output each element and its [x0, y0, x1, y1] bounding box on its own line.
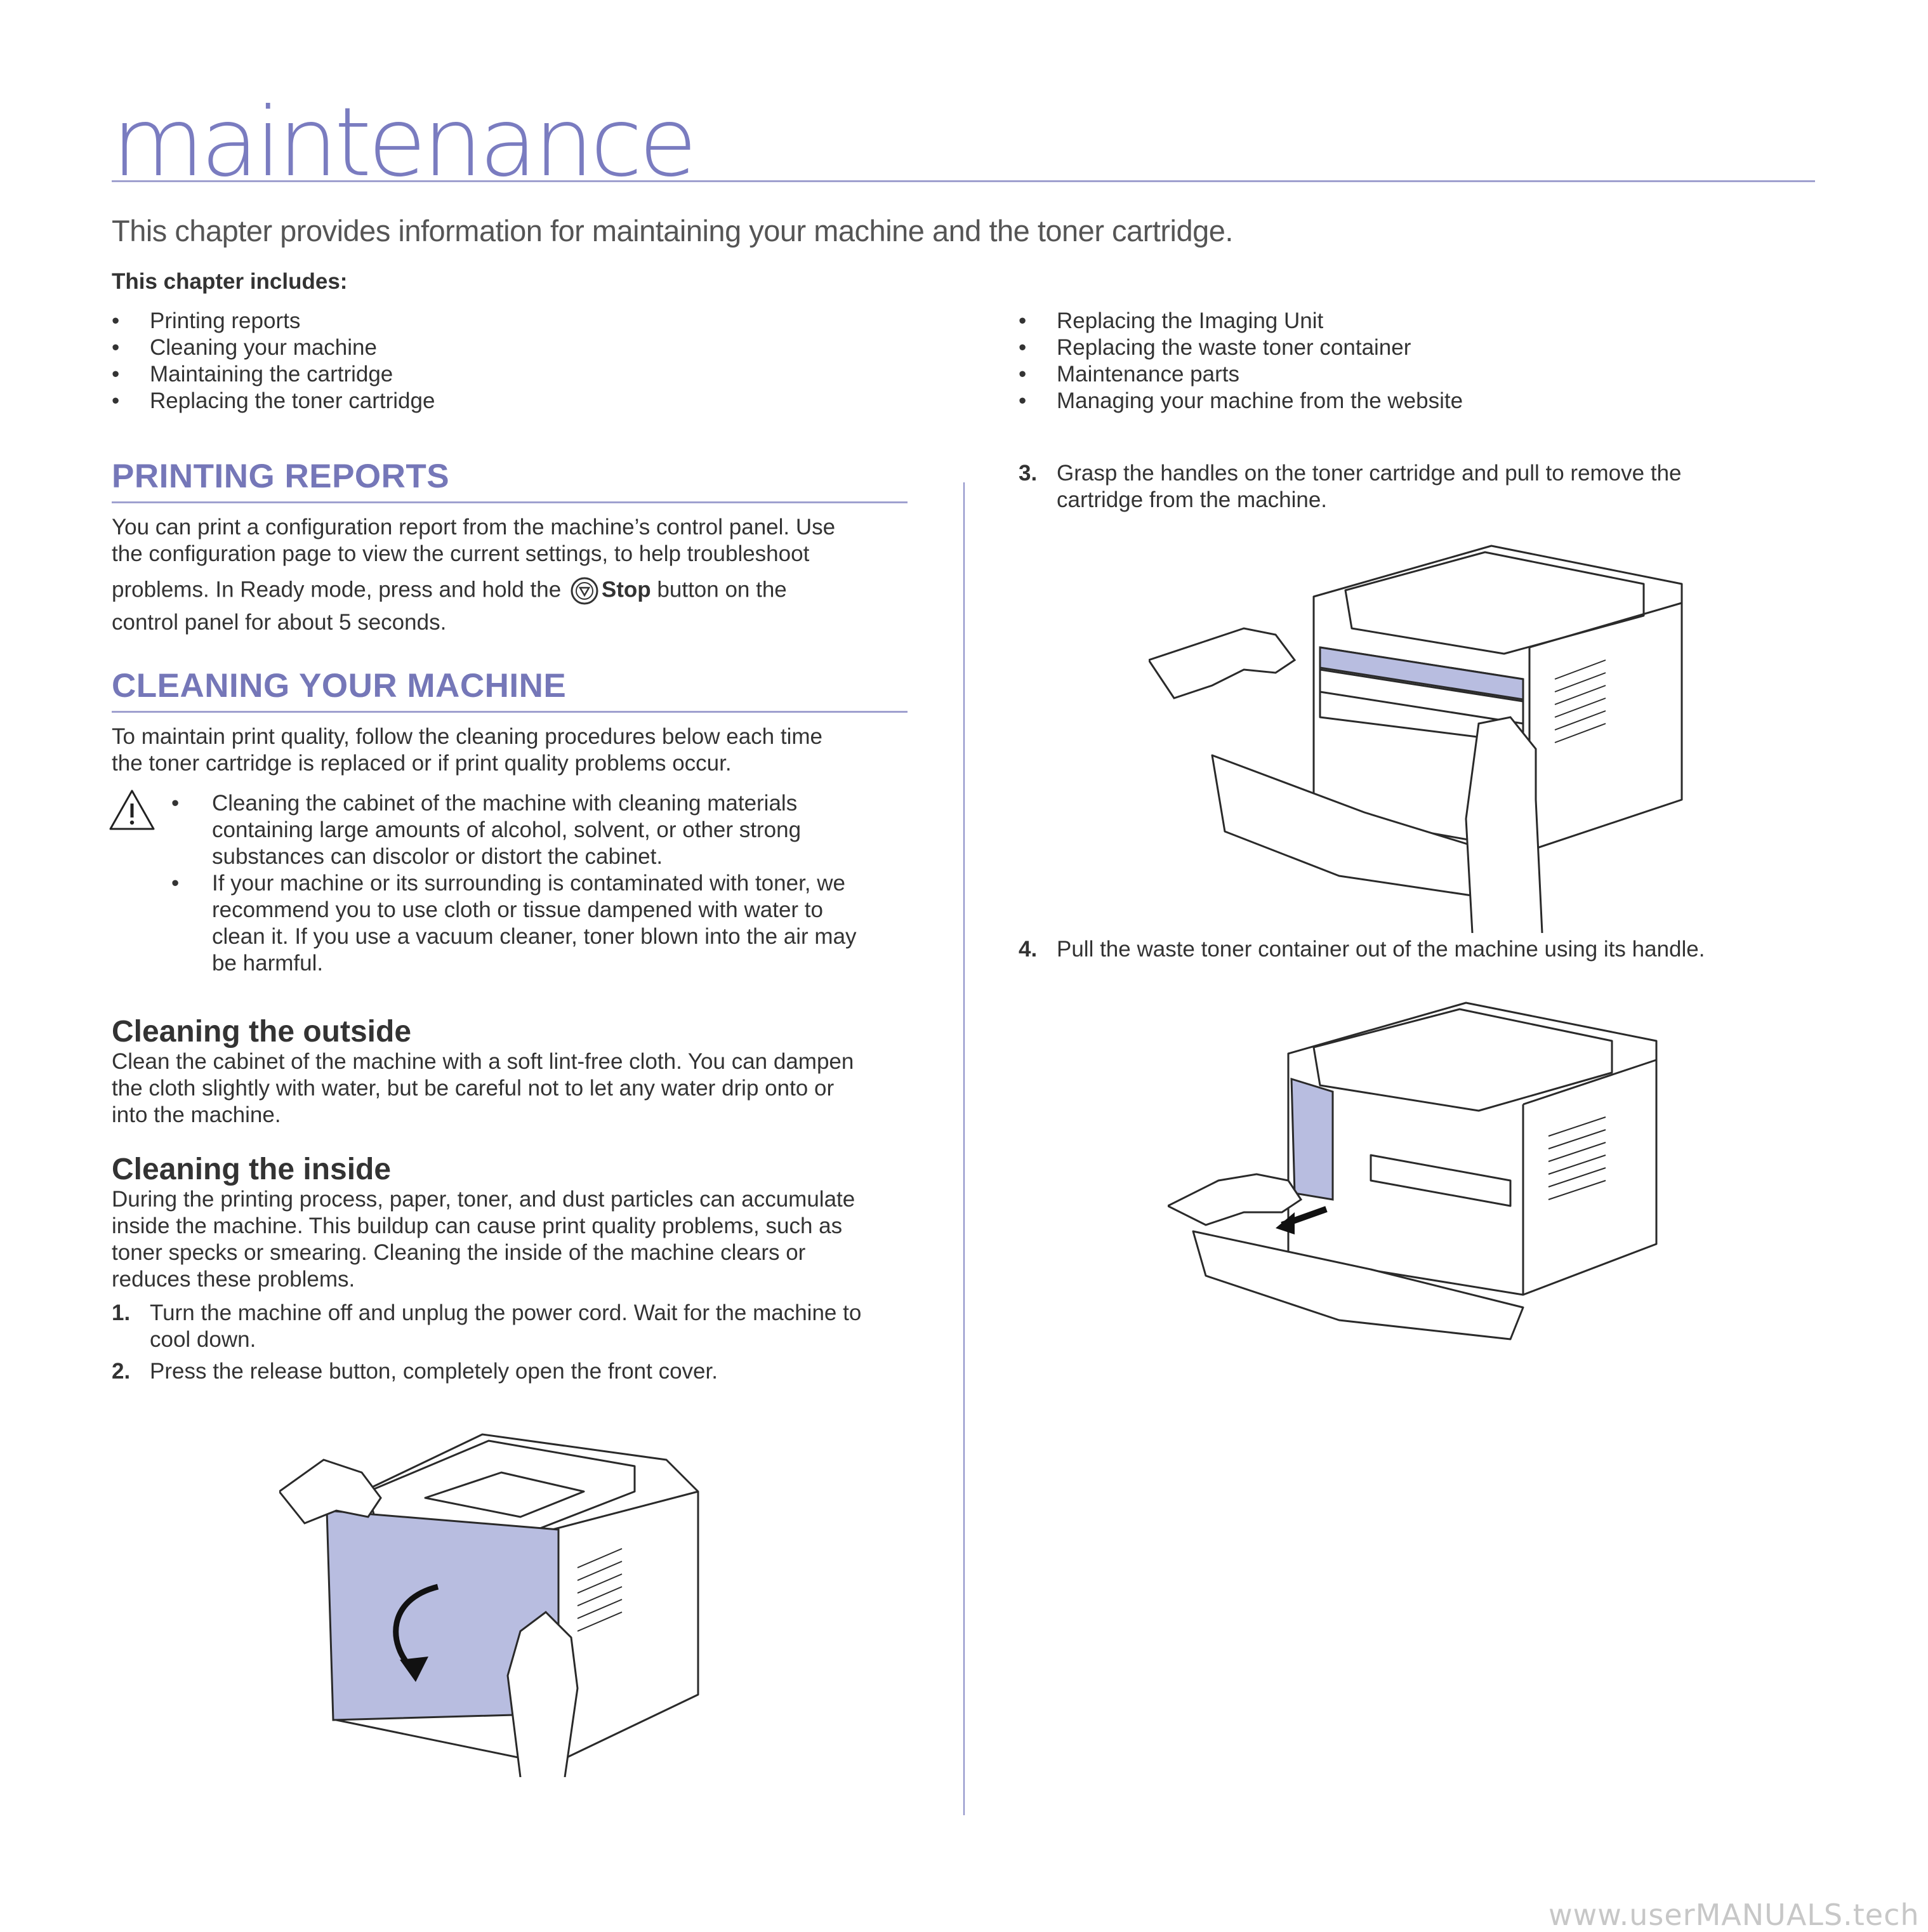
toc-item[interactable]: •Managing your machine from the website	[1019, 388, 1463, 413]
steps-left: 1. Turn the machine off and unplug the p…	[112, 1300, 937, 1390]
section-heading-cleaning-machine: CLEANING YOUR MACHINE	[112, 667, 567, 705]
cleaning-inside-text: During the printing process, paper, tone…	[112, 1187, 855, 1292]
subheading-cleaning-inside: Cleaning the inside	[112, 1153, 392, 1186]
printer-remove-cartridge-illustration	[1149, 545, 1683, 933]
toc-right: •Replacing the Imaging Unit •Replacing t…	[1019, 308, 1844, 414]
cleaning-outside-text: Clean the cabinet of the machine with a …	[112, 1049, 854, 1127]
caution-item: • Cleaning the cabinet of the machine wi…	[171, 791, 802, 869]
section-rule	[112, 501, 908, 503]
printer-waste-toner-illustration	[1168, 1002, 1658, 1340]
toc-item[interactable]: •Cleaning your machine	[112, 335, 377, 360]
column-divider	[963, 482, 965, 1815]
includes-label: This chapter includes:	[112, 269, 348, 294]
section-heading-printing-reports: PRINTING REPORTS	[112, 458, 450, 495]
subheading-cleaning-outside: Cleaning the outside	[112, 1015, 412, 1049]
caution-list: • Cleaning the cabinet of the machine wi…	[171, 790, 920, 977]
step-item: 1. Turn the machine off and unplug the p…	[112, 1300, 862, 1352]
caution-icon	[109, 790, 155, 830]
toc-left: •Printing reports •Cleaning your machine…	[112, 308, 937, 414]
step-item: 3. Grasp the handles on the toner cartri…	[1019, 461, 1682, 512]
toc-item[interactable]: •Maintaining the cartridge	[112, 362, 393, 387]
toc-item[interactable]: •Replacing the waste toner container	[1019, 335, 1411, 360]
step-3: 3. Grasp the handles on the toner cartri…	[1019, 460, 1780, 519]
printer-open-cover-illustration	[279, 1433, 699, 1777]
stop-button-icon	[571, 577, 598, 605]
chapter-intro: This chapter provides information for ma…	[112, 214, 1233, 248]
toc-item[interactable]: •Replacing the toner cartridge	[112, 388, 435, 413]
toc-item[interactable]: •Printing reports	[112, 308, 301, 333]
chapter-title: maintenance	[112, 88, 697, 198]
section-rule	[112, 711, 908, 713]
caution-item: • If your machine or its surrounding is …	[171, 871, 857, 976]
step-item: 2. Press the release button, completely …	[112, 1359, 718, 1384]
cleaning-machine-intro: To maintain print quality, follow the cl…	[112, 724, 822, 776]
step-item: 4. Pull the waste toner container out of…	[1019, 937, 1705, 962]
stop-label: Stop	[601, 577, 651, 602]
step-4: 4. Pull the waste toner container out of…	[1019, 936, 1844, 968]
toc-item[interactable]: •Maintenance parts	[1019, 362, 1239, 387]
title-rule	[112, 180, 1815, 182]
toc-item[interactable]: •Replacing the Imaging Unit	[1019, 308, 1324, 333]
watermark: www.userMANUALS.tech	[1548, 1898, 1920, 1932]
printing-reports-text: You can print a configuration report fro…	[112, 515, 836, 635]
